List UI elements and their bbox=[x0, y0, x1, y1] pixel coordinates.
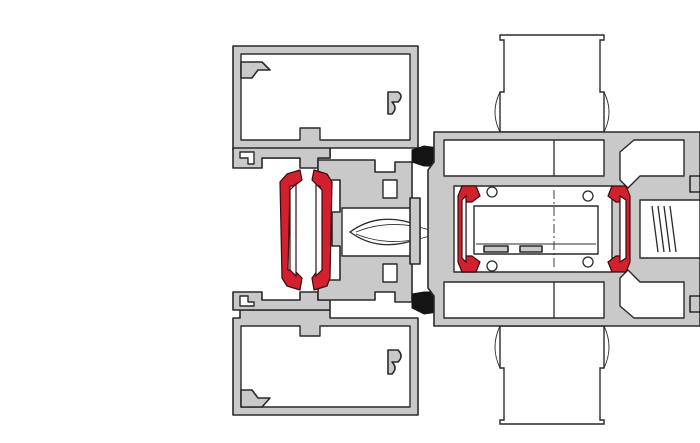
glazing-channel bbox=[341, 207, 415, 257]
right-edge-notch-lower bbox=[689, 295, 700, 313]
glass-pane-bottom bbox=[499, 325, 605, 425]
glazing-bead-arc bbox=[355, 224, 431, 233]
right-sash-clip-ll bbox=[486, 260, 498, 272]
right-spring bbox=[651, 205, 677, 253]
left-thermal-hole-2 bbox=[315, 182, 323, 278]
left-thermal-break bbox=[279, 169, 333, 291]
right-sash-clip-block-l bbox=[483, 245, 509, 253]
left-frame-upper-clip bbox=[239, 151, 255, 165]
right-sash-profile bbox=[427, 131, 700, 327]
left-frame-lower-cavity bbox=[240, 325, 411, 408]
right-sash-lower-chamber bbox=[443, 281, 605, 319]
right-edge-notch-upper bbox=[689, 175, 700, 193]
left-frame-lower-notch bbox=[387, 349, 402, 375]
central-connector-lower-slot bbox=[382, 263, 398, 283]
right-sash-clip-ur bbox=[582, 190, 594, 202]
left-frame-upper-notch bbox=[387, 91, 402, 115]
left-frame-upper-cavity bbox=[240, 53, 411, 141]
glazing-panes bbox=[494, 34, 610, 425]
right-thermal-strip-left-hole bbox=[461, 194, 467, 264]
left-frame-lower-hook bbox=[240, 389, 271, 408]
right-sash-end-lower bbox=[619, 269, 685, 319]
right-sash-upper-chamber bbox=[443, 139, 605, 177]
right-sash-end-upper bbox=[619, 139, 685, 189]
right-sash-clip-ul bbox=[486, 186, 498, 198]
central-connector-upper-slot bbox=[382, 179, 398, 199]
left-frame-lower-clip bbox=[239, 295, 255, 307]
right-sash-clip-block-r bbox=[519, 245, 543, 253]
left-thermal-hole-1 bbox=[289, 182, 297, 278]
right-sash-clip-lr bbox=[582, 256, 594, 268]
central-connector bbox=[317, 159, 431, 303]
glass-pane-bottom-bulge bbox=[494, 325, 501, 369]
glazing-channel-insert bbox=[409, 197, 421, 265]
glass-pane-bottom-bulge-r bbox=[603, 325, 610, 369]
left-frame-upper-web bbox=[232, 147, 331, 169]
right-thermal-strip-right-hole bbox=[619, 194, 627, 264]
glazing-bead-arc-2 bbox=[355, 233, 431, 242]
glass-pane-top-bulge-r bbox=[603, 91, 610, 133]
glass-pane-top bbox=[499, 34, 605, 133]
left-frame-profile bbox=[232, 45, 419, 416]
right-thermal-break bbox=[457, 185, 631, 273]
left-frame-upper-hook bbox=[240, 61, 271, 79]
glass-pane-top-bulge bbox=[494, 91, 501, 133]
